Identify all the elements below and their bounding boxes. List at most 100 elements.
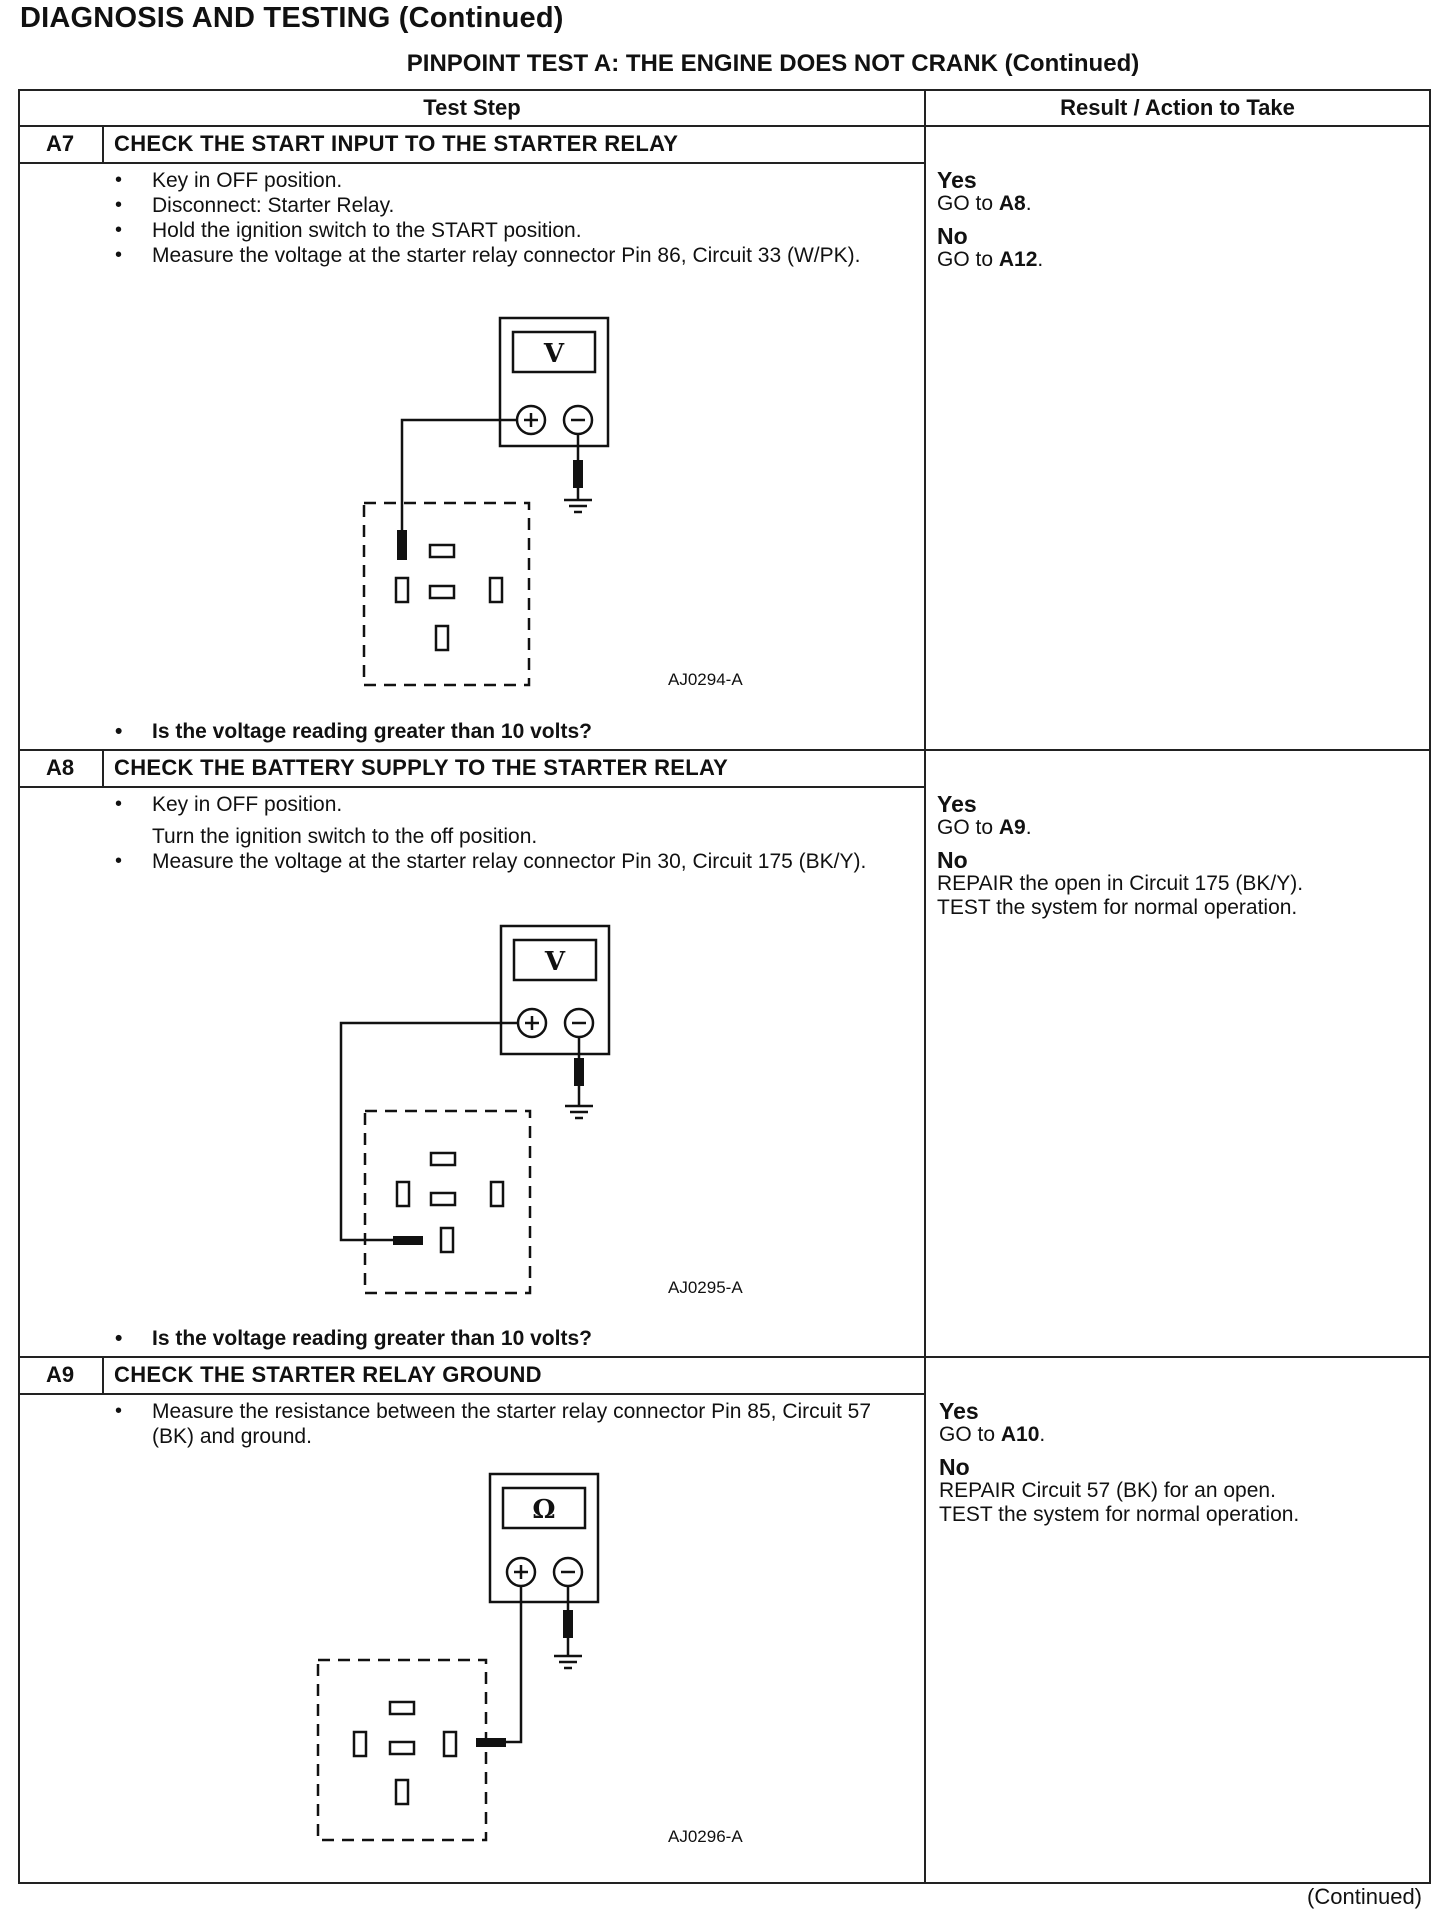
- step-id: A7: [45, 131, 75, 156]
- result-yes-action: GO to A8.: [937, 192, 1032, 215]
- result-yes-action: GO to A9.: [937, 816, 1032, 839]
- bullet-item: Turn the ignition switch to the off posi…: [152, 825, 538, 848]
- a8-top-rule: [18, 749, 1431, 751]
- meter-unit-label: V: [544, 947, 566, 977]
- step-title: CHECK THE STARTER RELAY GROUND: [114, 1362, 542, 1387]
- column-divider: [924, 89, 926, 1884]
- goto-a9-link[interactable]: A9: [998, 816, 1026, 839]
- relay-connector-outline: [362, 501, 531, 687]
- table-border-bottom: [18, 1882, 1431, 1884]
- step-id: A9: [45, 1362, 75, 1387]
- probe-tip: [573, 460, 583, 488]
- probe-tip: [393, 1236, 423, 1245]
- connector-pin: [488, 576, 504, 604]
- meter-unit-label: V: [543, 339, 565, 369]
- test-lead-positive: [339, 1021, 518, 1242]
- goto-a10-link[interactable]: A10: [1000, 1423, 1040, 1446]
- a9-title-rule: [18, 1393, 926, 1395]
- result-no-action-line: TEST the system for normal operation.: [939, 1503, 1300, 1526]
- meter-body: [498, 316, 610, 448]
- figure-code: AJ0295-A: [668, 1278, 743, 1297]
- meter-body: [488, 1472, 600, 1604]
- bullet-item: Hold the ignition switch to the START po…: [113, 218, 903, 243]
- test-lead-positive: [492, 1586, 523, 1744]
- test-lead-positive: [400, 418, 517, 532]
- bullet-item: Measure the resistance between the start…: [113, 1399, 903, 1449]
- connector-pin: [428, 584, 456, 600]
- step-bullets: Measure the resistance between the start…: [113, 1399, 903, 1449]
- step-result: Yes GO to A10. No REPAIR Circuit 57 (BK)…: [939, 1399, 1299, 1527]
- meter-unit-label: Ω: [532, 1495, 555, 1525]
- result-no-label: No: [939, 1454, 970, 1480]
- connector-pin: [388, 1700, 416, 1716]
- continued-note: (Continued): [1307, 1884, 1422, 1909]
- probe-tip: [476, 1738, 506, 1747]
- connector-pin: [429, 1151, 457, 1167]
- column-header-test-step: Test Step: [423, 95, 521, 120]
- step-title: CHECK THE START INPUT TO THE STARTER REL…: [114, 131, 679, 156]
- a9-top-rule: [18, 1356, 1431, 1358]
- result-no-action: GO to A12.: [937, 248, 1044, 271]
- a8-id-divider: [102, 749, 104, 788]
- result-no-action-line: TEST the system for normal operation.: [937, 896, 1298, 919]
- step-bullets: Key in OFF position. Turn the ignition s…: [113, 792, 903, 874]
- step-id: A8: [45, 755, 75, 780]
- bullet-item: Key in OFF position.: [113, 792, 903, 817]
- connector-pin: [429, 1191, 457, 1207]
- relay-connector-outline: [363, 1109, 532, 1295]
- connector-pin-86: [394, 576, 410, 604]
- step-title: CHECK THE BATTERY SUPPLY TO THE STARTER …: [114, 755, 729, 780]
- meter-display: [511, 330, 597, 374]
- figure-code: AJ0294-A: [668, 670, 743, 689]
- bullet-item: Measure the voltage at the starter relay…: [113, 243, 903, 268]
- pinpoint-test-title: PINPOINT TEST A: THE ENGINE DOES NOT CRA…: [406, 50, 1140, 77]
- bullet-item: Measure the voltage at the starter relay…: [113, 849, 903, 874]
- meter-display: [501, 1486, 587, 1530]
- result-yes-label: Yes: [937, 791, 977, 817]
- a7-title-rule: [18, 162, 926, 164]
- result-no-label: No: [937, 223, 968, 249]
- column-header-result: Result / Action to Take: [1060, 95, 1295, 120]
- connector-pin-30: [439, 1226, 455, 1254]
- result-yes-label: Yes: [937, 167, 977, 193]
- probe-tip: [574, 1058, 584, 1086]
- step-result: Yes GO to A9. No REPAIR the open in Circ…: [937, 792, 1303, 920]
- table-border-left: [18, 89, 20, 1884]
- connector-pin: [434, 624, 450, 652]
- a8-title-rule: [18, 786, 926, 788]
- step-question: Is the voltage reading greater than 10 v…: [113, 1327, 592, 1351]
- bullet-item: Key in OFF position.: [113, 168, 903, 193]
- connector-pin: [394, 1778, 410, 1806]
- result-yes-action: GO to A10.: [939, 1423, 1046, 1446]
- connector-pin: [489, 1180, 505, 1208]
- connector-pin: [388, 1740, 416, 1756]
- step-bullets: Key in OFF position. Disconnect: Starter…: [113, 168, 903, 268]
- figure-code: AJ0296-A: [668, 1827, 743, 1846]
- meter-display: [512, 938, 598, 982]
- connector-pin: [395, 1180, 411, 1208]
- table-border-top: [18, 89, 1431, 91]
- page-title: DIAGNOSIS AND TESTING (Continued): [20, 2, 564, 34]
- header-rule: [18, 125, 1431, 127]
- result-no-action-line: REPAIR the open in Circuit 175 (BK/Y).: [937, 872, 1304, 895]
- goto-a8-link[interactable]: A8: [998, 192, 1026, 215]
- relay-connector-outline: [316, 1658, 488, 1842]
- probe-tip: [397, 530, 407, 560]
- step-result: Yes GO to A8. No GO to A12.: [937, 168, 1043, 272]
- connector-pin-85: [442, 1730, 458, 1758]
- a7-id-divider: [102, 125, 104, 164]
- goto-a12-link[interactable]: A12: [998, 248, 1038, 271]
- step-question: Is the voltage reading greater than 10 v…: [113, 720, 592, 744]
- meter-body: [499, 924, 611, 1056]
- voltmeter-diagram-a7: V AJ0294-A: [362, 316, 743, 689]
- table-border-right: [1429, 89, 1431, 1884]
- probe-tip: [563, 1610, 573, 1638]
- bullet-item: Disconnect: Starter Relay.: [113, 193, 903, 218]
- voltmeter-diagram-a8: V AJ0295-A: [339, 924, 743, 1297]
- result-yes-label: Yes: [939, 1398, 979, 1424]
- connector-pin: [428, 543, 456, 559]
- result-no-action-line: REPAIR Circuit 57 (BK) for an open.: [939, 1479, 1276, 1502]
- connector-pin: [352, 1730, 368, 1758]
- ohmmeter-diagram-a9: Ω AJ0296-A: [316, 1472, 743, 1846]
- result-no-label: No: [937, 847, 968, 873]
